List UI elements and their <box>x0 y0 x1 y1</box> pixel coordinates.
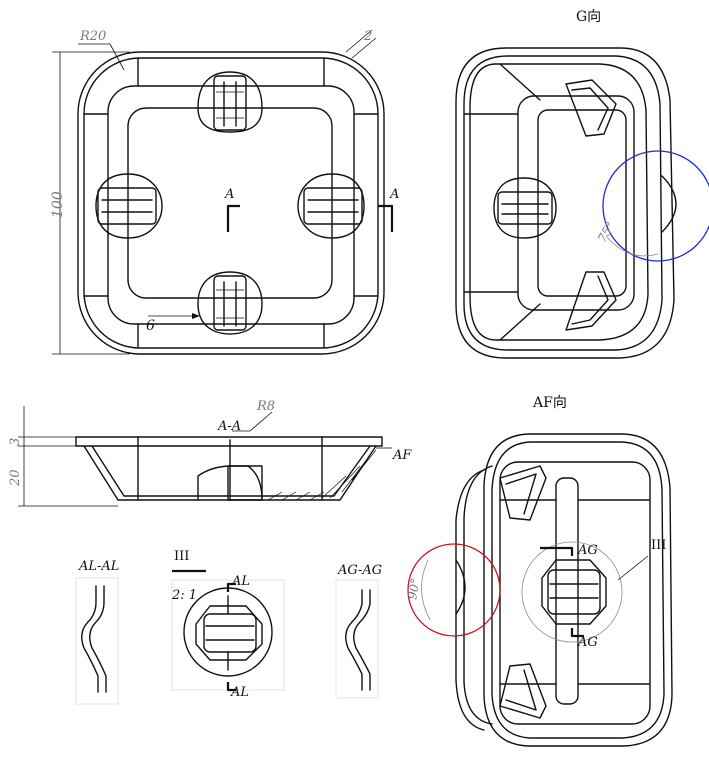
label-ag-section: AG-AG <box>337 563 382 578</box>
label-ag-top: AG <box>577 543 598 558</box>
g-view-outer <box>455 47 675 359</box>
label-scale-2-1: 2: 1 <box>171 588 197 603</box>
section-hatching <box>267 449 377 501</box>
label-detail-iii-top: III <box>174 549 189 564</box>
label-section-a-right: A <box>389 187 399 202</box>
section-aa-view <box>18 406 392 507</box>
section-aa-flange <box>75 436 383 447</box>
label-g-view: G向 <box>576 9 601 25</box>
label-angle-90: 90° <box>405 577 422 600</box>
label-detail-iii-right: III <box>651 538 666 553</box>
label-af: AF <box>392 448 412 463</box>
label-al-bottom: AL <box>230 685 249 700</box>
label-dimension-3: 3 <box>8 438 23 446</box>
pocket-top <box>197 71 263 133</box>
tray-outer-rim <box>77 51 385 355</box>
tray-floor-outline <box>127 107 333 299</box>
af-view-outer <box>483 433 673 747</box>
detail-iii-view <box>171 569 285 692</box>
pocket-left <box>95 173 163 239</box>
label-ag-bottom: AG <box>577 635 598 650</box>
ag-ag-section <box>335 579 379 699</box>
label-section-aa: A-A <box>217 419 241 434</box>
label-al-top: AL <box>231 574 250 589</box>
label-dimension-100: 100 <box>50 191 66 218</box>
section-marker-right <box>378 204 394 232</box>
top-view <box>52 29 394 355</box>
pocket-right <box>297 173 365 239</box>
label-section-a-left: A <box>224 187 234 202</box>
g-view <box>455 47 709 359</box>
highlight-circle-red <box>407 543 501 637</box>
af-view <box>407 433 673 747</box>
tray-inner-rim <box>83 57 379 349</box>
label-dimension-2: 2 <box>363 29 372 44</box>
label-r8: R8 <box>256 399 275 414</box>
al-al-section <box>75 577 119 705</box>
tray-flange-edge <box>107 85 355 325</box>
label-dimension-20: 20 <box>8 469 23 487</box>
detail-iii-callout-circle <box>521 541 623 643</box>
label-al-section: AL-AL <box>78 559 119 574</box>
pocket-bottom <box>197 271 263 335</box>
label-af-view: AF向 <box>532 395 567 411</box>
label-angle-75: 75° <box>595 219 618 244</box>
section-marker-left <box>226 204 240 232</box>
label-dimension-6: 6 <box>146 318 155 334</box>
label-r20: R20 <box>79 29 106 44</box>
highlight-circle-blue <box>602 150 709 262</box>
